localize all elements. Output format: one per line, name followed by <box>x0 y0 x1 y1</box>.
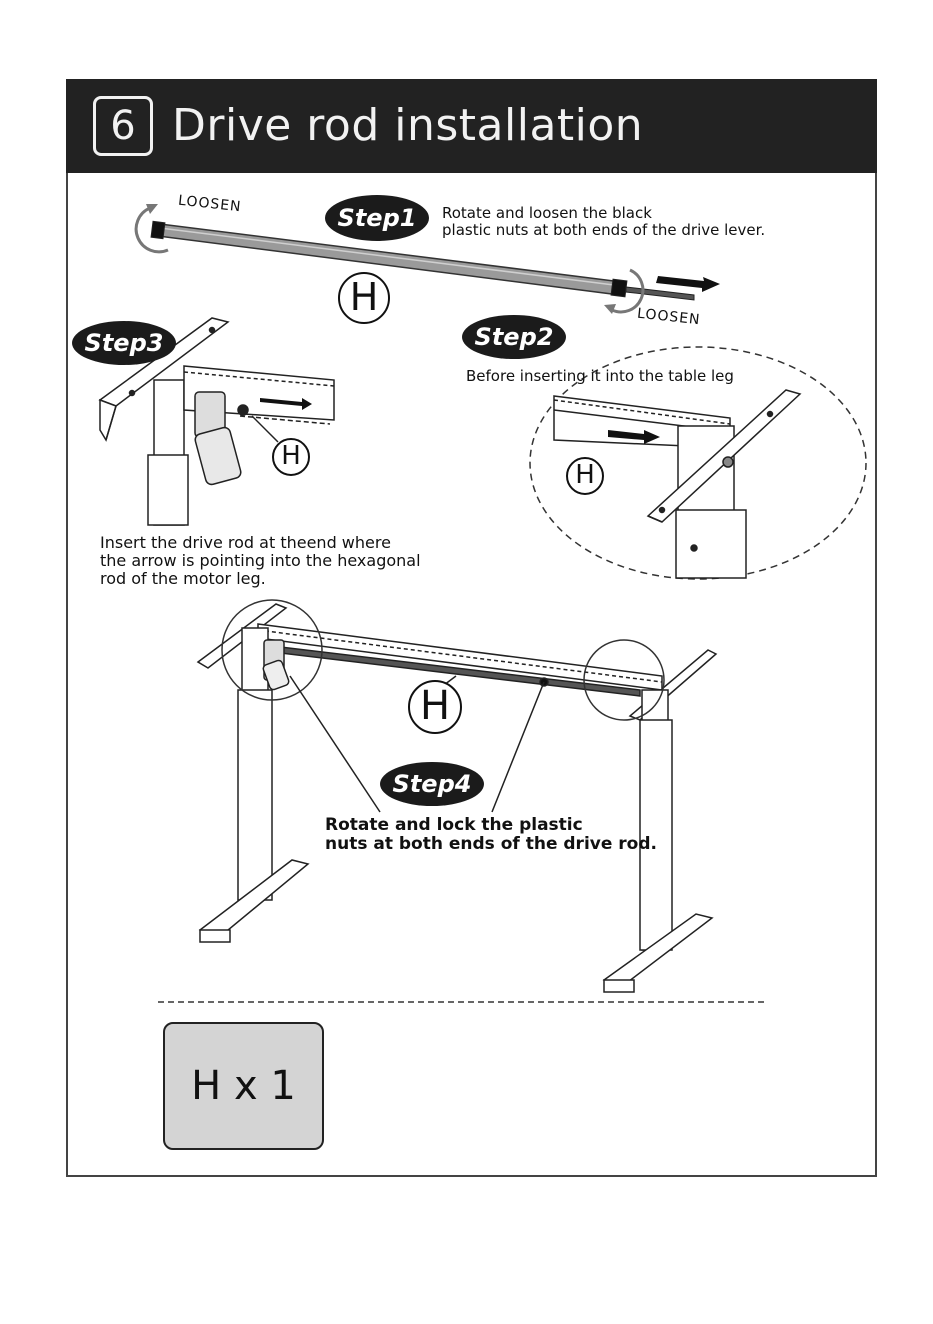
parts-count-box: H x 1 <box>163 1022 324 1150</box>
step4-badge: Step4 <box>380 762 484 806</box>
part-h-marker: H <box>338 272 390 324</box>
step1-badge: Step1 <box>325 195 429 241</box>
step2-detail-illustration <box>529 346 867 580</box>
part-h-marker: H <box>408 680 462 734</box>
step1-description-line2: plastic nuts at both ends of the drive l… <box>442 221 766 239</box>
step3-leg-illustration <box>98 317 335 526</box>
step4-description-line1: Rotate and lock the plastic <box>325 815 583 835</box>
step2-description: Before inserting it into the table leg <box>466 367 734 385</box>
part-h-marker: H <box>272 438 310 476</box>
step3-description-line1: Insert the drive rod at theend where <box>100 533 391 552</box>
step3-description-line2: the arrow is pointing into the hexagonal <box>100 551 421 570</box>
section-header <box>66 79 877 173</box>
step3-description-line3: rod of the motor leg. <box>100 569 266 588</box>
section-divider <box>158 1001 764 1003</box>
section-number: 6 <box>93 96 153 156</box>
drive-rod-illustration <box>134 204 720 314</box>
part-h-marker: H <box>566 457 604 495</box>
step3-badge: Step3 <box>72 321 176 365</box>
step4-description-line2: nuts at both ends of the drive rod. <box>325 834 657 854</box>
step2-badge: Step2 <box>462 315 566 359</box>
desk-frame-illustration <box>196 599 718 993</box>
step1-description-line1: Rotate and loosen the black <box>442 204 652 222</box>
section-title: Drive rod installation <box>172 100 644 151</box>
